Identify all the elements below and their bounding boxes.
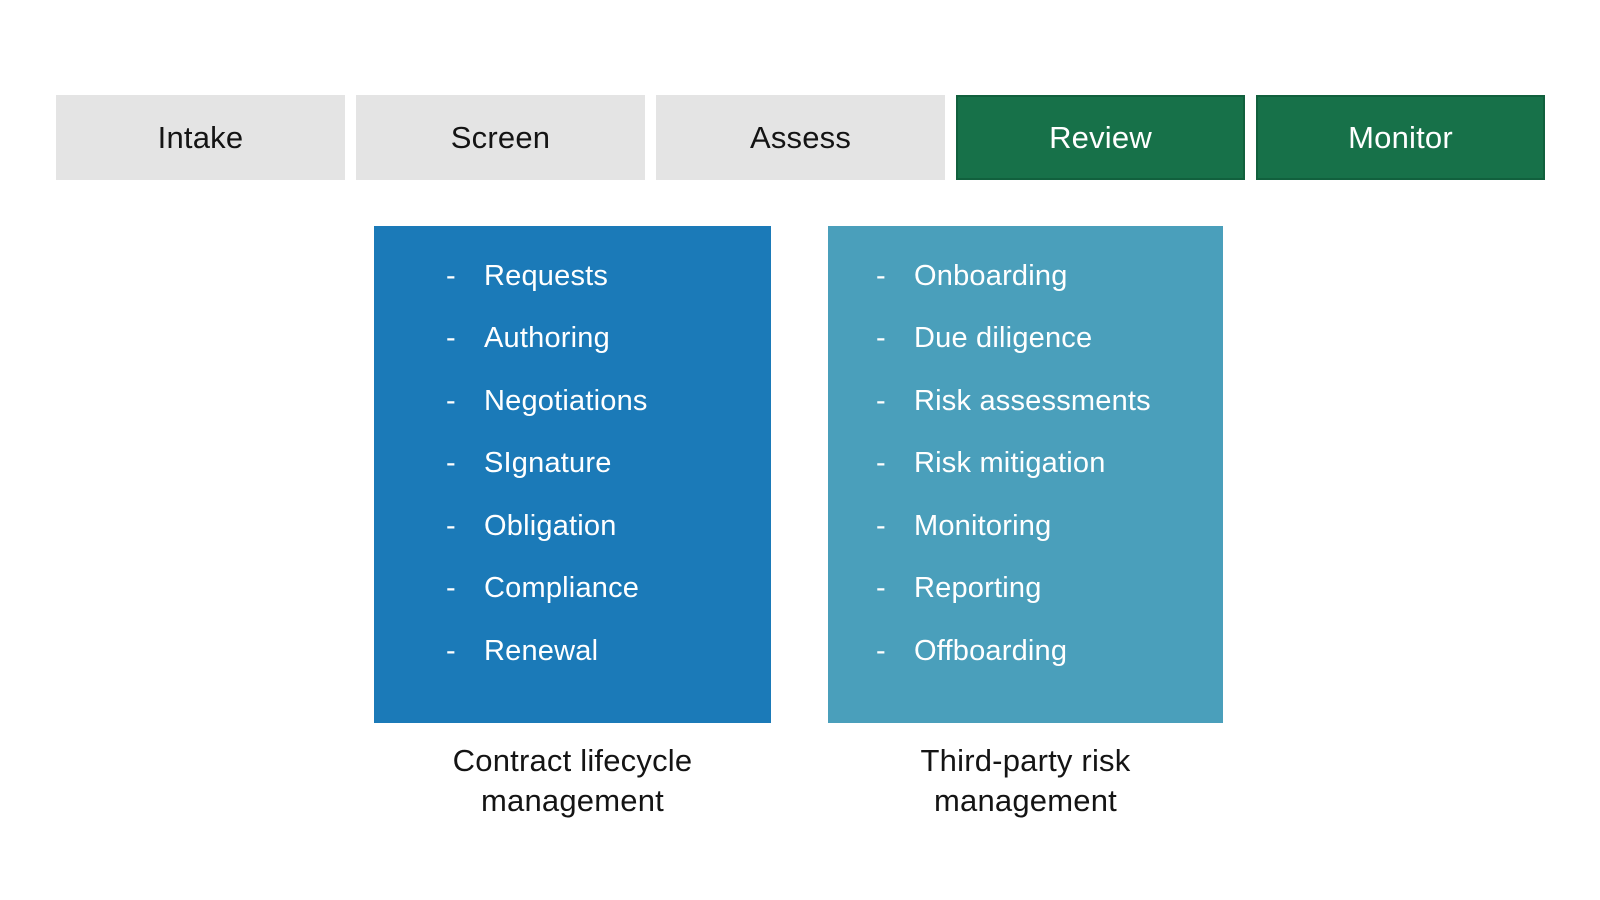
list-item: Risk assessments xyxy=(876,370,1223,433)
stage-screen: Screen xyxy=(356,95,645,180)
list-item: Reporting xyxy=(876,558,1223,621)
list-item-label: Reporting xyxy=(914,572,1042,605)
list-item: Negotiations xyxy=(446,370,771,433)
list-item-label: Renewal xyxy=(484,634,599,667)
list-item-label: Onboarding xyxy=(914,259,1068,292)
list-item: Risk mitigation xyxy=(876,433,1223,496)
contract-lifecycle-panel: Requests Authoring Negotiations SIgnatur… xyxy=(374,226,771,723)
dash-bullet xyxy=(876,322,914,355)
dash-bullet xyxy=(446,385,484,418)
list-item: Offboarding xyxy=(876,620,1223,683)
caption-line: Contract lifecycle xyxy=(452,743,693,778)
caption-line: management xyxy=(481,783,664,818)
stage-review: Review xyxy=(956,95,1245,180)
list-item: Compliance xyxy=(446,558,771,621)
list-item-label: Negotiations xyxy=(484,384,648,417)
list-item: SIgnature xyxy=(446,433,771,496)
dash-bullet xyxy=(446,572,484,605)
dash-bullet xyxy=(446,510,484,543)
dash-bullet xyxy=(876,635,914,668)
list-item: Renewal xyxy=(446,620,771,683)
list-item: Obligation xyxy=(446,495,771,558)
dash-bullet xyxy=(446,447,484,480)
list-item-label: Authoring xyxy=(484,322,610,355)
caption-line: Third-party risk xyxy=(920,743,1131,778)
list-item: Onboarding xyxy=(876,245,1223,308)
stage-intake: Intake xyxy=(56,95,345,180)
list-item: Authoring xyxy=(446,308,771,371)
list-item-label: SIgnature xyxy=(484,447,612,480)
dash-bullet xyxy=(876,260,914,293)
dash-bullet xyxy=(876,447,914,480)
list-item-label: Offboarding xyxy=(914,634,1068,667)
list-item: Due diligence xyxy=(876,308,1223,371)
stage-monitor: Monitor xyxy=(1256,95,1545,180)
list-item: Requests xyxy=(446,245,771,308)
dash-bullet xyxy=(446,635,484,668)
stage-assess: Assess xyxy=(656,95,945,180)
third-party-risk-caption: Third-party risk management xyxy=(828,741,1223,821)
caption-line: management xyxy=(934,783,1117,818)
dash-bullet xyxy=(876,385,914,418)
dash-bullet xyxy=(446,322,484,355)
list-item-label: Compliance xyxy=(484,572,640,605)
dash-bullet xyxy=(876,510,914,543)
contract-lifecycle-caption: Contract lifecycle management xyxy=(374,741,771,821)
dash-bullet xyxy=(876,572,914,605)
list-item-label: Obligation xyxy=(484,509,617,542)
list-item-label: Due diligence xyxy=(914,322,1093,355)
list-item: Monitoring xyxy=(876,495,1223,558)
dash-bullet xyxy=(446,260,484,293)
list-item-label: Risk mitigation xyxy=(914,447,1106,480)
third-party-risk-panel: Onboarding Due diligence Risk assessment… xyxy=(828,226,1223,723)
list-item-label: Risk assessments xyxy=(914,384,1151,417)
list-item-label: Monitoring xyxy=(914,509,1052,542)
list-item-label: Requests xyxy=(484,259,609,292)
